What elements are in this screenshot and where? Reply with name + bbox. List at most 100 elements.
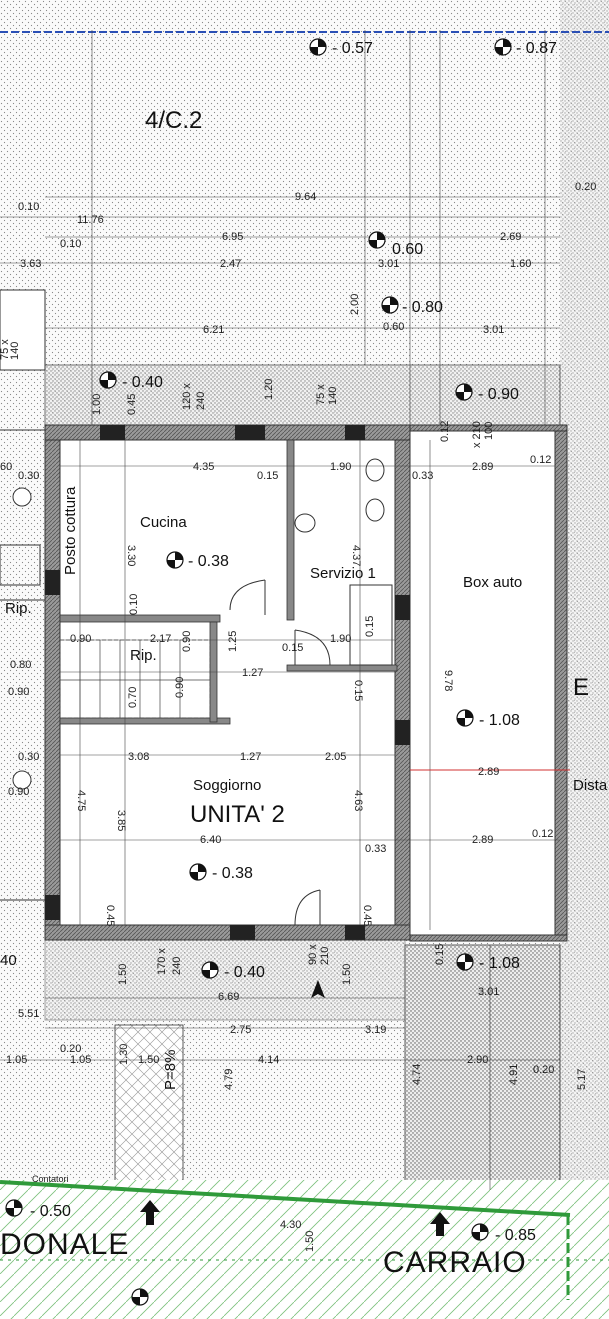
dim: 11.76 [77,214,104,226]
room-label-servizio: Servizio 1 [310,565,376,582]
exterior-walls [44,424,568,942]
dim-e: E [573,674,589,701]
drawing-title: 4/C.2 [145,107,202,134]
dim: 0.45 [126,394,138,415]
dim: 0.90 [174,677,186,698]
dim: 3.63 [20,258,41,270]
level-090: - 0.90 [478,386,519,403]
doors [229,579,331,926]
dim: 0.30 [18,751,39,763]
dim: 5.51 [18,1008,39,1020]
dim: 0.90 [8,686,29,698]
level-marker-icon [456,953,474,971]
dim: 0.12 [530,454,551,466]
dim: 1.90 [330,633,351,645]
level-marker-icon [309,38,327,56]
dim: 4.35 [193,461,214,473]
dim: 240 [171,957,183,975]
dim: 9.64 [295,191,316,203]
street-boundary [0,1180,571,1217]
level-marker-icon [471,1223,489,1241]
garage-ramp [404,944,561,1196]
dim: 1.00 [91,394,103,415]
level-box: - 1.08 [479,712,520,729]
dim: 1.50 [304,1231,316,1252]
dim: 5.17 [576,1069,588,1090]
room-label-rip-left: Rip. [5,600,32,617]
dim: 90 x [307,944,319,965]
dim: 0.90 [8,786,29,798]
level-marker-icon [99,371,117,389]
dim: 1.50 [341,964,353,985]
dim: 75 x [0,339,11,360]
dim: 3.30 [125,545,137,566]
dim: 1.20 [263,379,275,400]
dim: 120 x [181,383,193,410]
dim: 0.45 [361,905,373,926]
dim: 0.30 [18,470,39,482]
dim: 6.95 [222,231,243,243]
dim: 3.08 [128,751,149,763]
room-label-rip-stair: Rip. [130,647,157,664]
dim: 2.05 [325,751,346,763]
level-marker-icon [455,383,473,401]
dim: 1.60 [510,258,531,270]
dim: 1.27 [240,751,261,763]
dim: 1.30 [118,1044,130,1065]
level-marker-icon [131,1288,149,1306]
garage-interior [410,425,560,940]
label-contatori: Contatori [32,1174,69,1184]
dim: 170 x [156,948,168,975]
room-label-cucina: Cucina [140,514,187,531]
dim: 75 x [315,384,327,405]
dim: 1.05 [6,1054,27,1066]
dim: 140 [9,342,21,360]
level-top1: - 0.57 [332,40,373,57]
dim-dista: Dista [573,777,608,794]
dim: 3.19 [365,1024,386,1036]
dim: 2.90 [467,1054,488,1066]
level-040a: - 0.40 [122,374,163,391]
bathroom-fixtures [12,458,393,790]
dim: 1.50 [117,964,129,985]
dim: 0.12 [532,828,553,840]
dim: 0.20 [575,181,596,193]
slope-label: P=8% [162,1050,179,1090]
pedestrian-path [114,1024,184,1186]
entry-arrows [140,980,450,1236]
dim: 0.45 [104,905,116,926]
dim: 0.15 [352,680,364,701]
dim: 0.90 [181,631,193,652]
level-108b: - 1.08 [479,955,520,972]
dim: 3.85 [115,810,127,831]
dim: 1.90 [330,461,351,473]
level-050: - 0.50 [30,1203,71,1220]
dim: 240 [195,392,207,410]
dim: 2.69 [500,231,521,243]
dim: 3.01 [483,324,504,336]
dim: 0.15 [364,616,376,637]
dim: 3.01 [478,986,499,998]
dim: 1.25 [227,631,239,652]
level-marker-icon [5,1199,23,1217]
dim: 0.33 [412,470,433,482]
dim: 2.17 [150,633,171,645]
house-interior [45,425,410,940]
unit-name: UNITA' 2 [190,801,285,828]
dim: 2.89 [472,461,493,473]
dim: 2.89 [478,766,499,778]
dim: 40 [0,952,17,969]
dim: 0.33 [365,843,386,855]
room-label-box-auto: Box auto [463,574,522,591]
level-cucina: - 0.38 [188,553,229,570]
dim: 6.40 [200,834,221,846]
level-060: 0.60 [392,241,423,258]
dim: 0.20 [533,1064,554,1076]
level-markers [5,38,512,1306]
dim: 9.78 [442,670,454,691]
dim: 100 [483,422,495,440]
dim: x 210 [471,421,483,448]
dim: 0.15 [257,470,278,482]
street-name-right: CARRAIO [383,1246,527,1279]
